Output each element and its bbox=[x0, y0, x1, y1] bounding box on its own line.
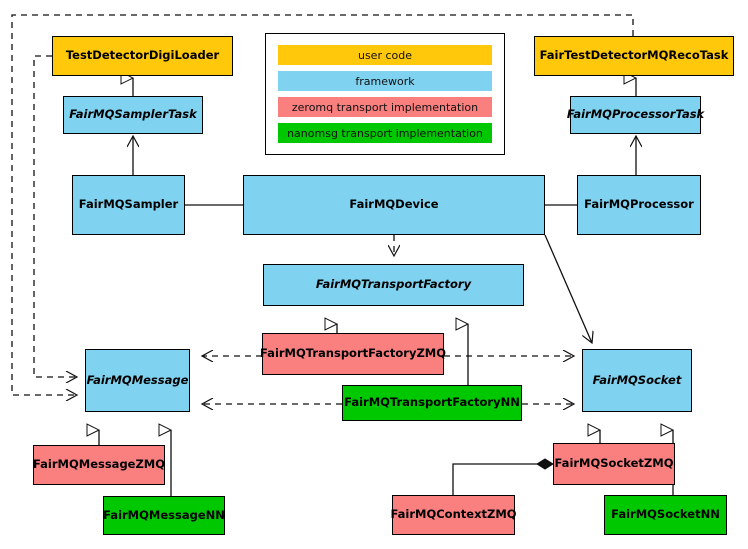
class-node-label: FairMQSampler bbox=[78, 197, 179, 212]
class-node-fair-mqdevice[interactable]: FairMQDevice bbox=[243, 175, 545, 235]
class-node-fair-mqprocessor-task[interactable]: FairMQProcessorTask bbox=[566, 96, 705, 134]
class-node-fair-mqsampler[interactable]: FairMQSampler bbox=[72, 175, 185, 235]
legend-label-nanomsg: nanomsg transport implementation bbox=[287, 126, 483, 140]
class-node-label: FairMQMessageNN bbox=[103, 507, 225, 522]
legend-panel: user code framework zeromq transport imp… bbox=[265, 33, 505, 155]
legend-item-user-code: user code bbox=[278, 45, 492, 65]
class-node-label: FairMQDevice bbox=[349, 197, 439, 212]
class-node-fair-mqsampler-task[interactable]: FairMQSamplerTask bbox=[63, 96, 203, 134]
class-node-fair-mqtransport-factory[interactable]: FairMQTransportFactory bbox=[263, 264, 524, 306]
class-node-fair-mqmessage[interactable]: FairMQMessage bbox=[85, 349, 190, 412]
class-node-label: FairMQTransportFactory bbox=[315, 277, 472, 292]
class-node-label: FairMQSocketNN bbox=[611, 507, 720, 522]
class-node-label: FairMQMessageZMQ bbox=[32, 457, 166, 472]
legend-label-framework: framework bbox=[355, 74, 415, 88]
class-node-label: FairMQSamplerTask bbox=[69, 107, 197, 122]
class-node-label: FairMQSocketZMQ bbox=[554, 456, 674, 471]
class-node-fair-mqtransport-factory-nn[interactable]: FairMQTransportFactoryNN bbox=[342, 385, 522, 421]
legend-item-nanomsg: nanomsg transport implementation bbox=[278, 123, 492, 143]
class-node-label: FairMQTransportFactoryZMQ bbox=[260, 346, 447, 361]
class-node-label: FairMQTransportFactoryNN bbox=[344, 395, 520, 410]
class-node-fair-mqsocket[interactable]: FairMQSocket bbox=[582, 349, 692, 412]
legend-label-user-code: user code bbox=[357, 48, 413, 62]
class-node-label: FairMQProcessor bbox=[584, 197, 694, 212]
class-node-label: FairMQMessage bbox=[86, 372, 189, 387]
class-node-fair-mqmessage-nn[interactable]: FairMQMessageNN bbox=[103, 496, 225, 535]
legend-label-zeromq: zeromq transport implementation bbox=[291, 100, 479, 114]
class-node-fair-mqmessage-zmq[interactable]: FairMQMessageZMQ bbox=[33, 445, 165, 485]
class-node-label: TestDetectorDigiLoader bbox=[65, 48, 220, 63]
class-node-fair-test-detector-mqreco-task[interactable]: FairTestDetectorMQRecoTask bbox=[534, 36, 734, 76]
class-node-label: FairTestDetectorMQRecoTask bbox=[539, 48, 729, 63]
class-node-fair-mqsocket-zmq[interactable]: FairMQSocketZMQ bbox=[553, 443, 675, 485]
class-node-label: FairMQProcessorTask bbox=[566, 107, 705, 122]
legend-item-zeromq: zeromq transport implementation bbox=[278, 97, 492, 117]
class-node-label: FairMQContextZMQ bbox=[390, 507, 517, 522]
class-node-test-detector-digi-loader[interactable]: TestDetectorDigiLoader bbox=[52, 36, 233, 76]
class-node-label: FairMQSocket bbox=[592, 372, 682, 387]
class-node-fair-mqcontext-zmq[interactable]: FairMQContextZMQ bbox=[390, 495, 517, 535]
legend-item-framework: framework bbox=[278, 71, 492, 91]
class-node-fair-mqtransport-factory-zmq[interactable]: FairMQTransportFactoryZMQ bbox=[260, 333, 447, 375]
class-node-fair-mqprocessor[interactable]: FairMQProcessor bbox=[577, 175, 701, 235]
class-node-fair-mqsocket-nn[interactable]: FairMQSocketNN bbox=[604, 495, 727, 535]
